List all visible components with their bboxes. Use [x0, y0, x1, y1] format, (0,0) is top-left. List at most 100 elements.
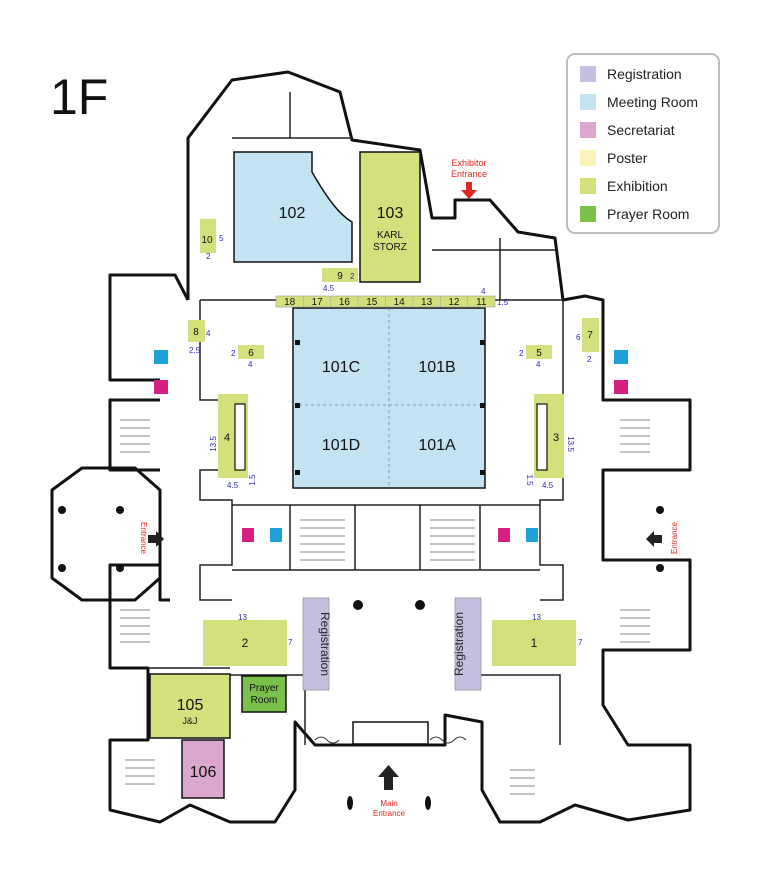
legend-label-prayer-room: Prayer Room	[607, 206, 690, 222]
west-entrance[interactable]: Entrance	[139, 522, 164, 555]
stairs	[120, 419, 650, 795]
secretariat-room-106[interactable]: 106	[181, 739, 225, 799]
booth-13-label: 13	[421, 297, 433, 308]
booth-14-label: 14	[394, 297, 406, 308]
legend: Registration Meeting Room Secretariat Po…	[566, 53, 720, 234]
booth-3[interactable]: 3	[534, 394, 564, 478]
booth-12-label: 12	[448, 297, 460, 308]
dim-8-b: 2.5	[189, 346, 201, 355]
booth-row-top: 18 17 16 15 14 13 12 11	[275, 295, 496, 308]
dim-11-b: 1.5	[497, 298, 509, 307]
dim-6-b: 4	[248, 360, 253, 369]
entrance-doors	[314, 721, 467, 745]
legend-label-registration: Registration	[607, 66, 682, 82]
legend-item-registration: Registration	[580, 64, 682, 84]
dim-11-a: 4	[481, 287, 486, 296]
room-105-sponsor: J&J	[182, 716, 197, 726]
booth-5-label: 5	[536, 348, 542, 359]
meeting-room-101[interactable]: 101C 101B 101D 101A	[292, 307, 486, 489]
room-106-label: 106	[190, 764, 217, 781]
booth-3-label: 3	[553, 432, 559, 444]
booth-17-label: 17	[312, 297, 324, 308]
dim-7-b: 2	[587, 355, 592, 364]
legend-label-meeting-room: Meeting Room	[607, 94, 699, 110]
prayer-room[interactable]: Prayer Room	[241, 675, 287, 713]
legend-label-poster: Poster	[607, 150, 648, 166]
restroom-icons	[154, 350, 628, 542]
booth-2-label: 2	[242, 636, 249, 650]
registration-left-label: Registration	[318, 612, 332, 676]
west-entrance-label: Entrance	[139, 522, 148, 555]
dim-5-b: 4	[536, 360, 541, 369]
main-entrance-arrow-icon	[378, 765, 399, 790]
dim-3-c: 1.5	[525, 474, 534, 486]
dim-8-a: 4	[206, 329, 211, 338]
exhibitor-entrance[interactable]: Exhibitor Entrance	[451, 158, 487, 199]
room-103-label: 103	[377, 205, 404, 222]
exhibition-room-105[interactable]: 105 J&J	[149, 673, 231, 739]
exhibitor-entrance-line2: Entrance	[451, 169, 487, 179]
registration-desk-right[interactable]: Registration	[452, 597, 482, 691]
dim-5-a: 2	[519, 349, 524, 358]
legend-item-meeting-room: Meeting Room	[580, 92, 698, 112]
registration-desk-left[interactable]: Registration	[302, 597, 332, 691]
booth-5[interactable]: 5	[526, 345, 552, 359]
booth-8-label: 8	[193, 327, 199, 338]
booth-10[interactable]: 10	[200, 219, 216, 253]
exhibitor-entrance-line1: Exhibitor	[451, 158, 486, 168]
dim-4-a: 13.5	[209, 436, 218, 452]
dim-9-a: 4.5	[323, 284, 335, 293]
legend-swatch-prayer-room	[580, 206, 596, 222]
room-103-sponsor-line2: STORZ	[373, 242, 407, 253]
dim-6-a: 2	[231, 349, 236, 358]
building-outline	[50, 70, 692, 824]
booth-8[interactable]: 8	[188, 320, 205, 342]
booth-1-label: 1	[531, 636, 538, 650]
booth-10-label: 10	[201, 235, 213, 246]
booth-2[interactable]: 2	[203, 620, 287, 666]
registration-right-label: Registration	[452, 612, 466, 676]
dim-2-a: 13	[238, 613, 247, 622]
booth-18-label: 18	[284, 297, 296, 308]
east-entrance-label: Entrance	[670, 521, 679, 554]
booth-9-label: 9	[337, 271, 343, 282]
legend-swatch-meeting-room	[580, 94, 596, 110]
meeting-room-102[interactable]: 102	[233, 151, 353, 263]
main-entrance-line1: Main	[380, 799, 397, 808]
room-101b-label: 101B	[418, 359, 455, 376]
legend-item-prayer-room: Prayer Room	[580, 204, 689, 224]
legend-label-exhibition: Exhibition	[607, 178, 668, 194]
columns	[58, 340, 664, 810]
booth-1[interactable]: 1	[492, 620, 576, 666]
east-entrance[interactable]: Entrance	[646, 521, 679, 554]
prayer-room-label-line2: Room	[251, 695, 278, 706]
booth-9[interactable]: 9	[322, 268, 358, 282]
booth-6-label: 6	[248, 348, 254, 359]
booth-6[interactable]: 6	[238, 345, 264, 359]
room-103-sponsor-line1: KARL	[377, 230, 404, 241]
booth-7-label: 7	[587, 330, 593, 341]
legend-item-secretariat: Secretariat	[580, 120, 675, 140]
main-entrance[interactable]: Main Entrance	[373, 765, 406, 818]
dim-7-a: 6	[576, 333, 581, 342]
main-entrance-line2: Entrance	[373, 809, 406, 818]
room-101d-label: 101D	[322, 437, 360, 454]
dimension-labels: 5 2 4.5 2 4 1.5 4 2.5 2 4 2 4 6 2 13.5 4…	[189, 234, 592, 647]
legend-swatch-poster	[580, 150, 596, 166]
west-entrance-arrow-icon	[148, 531, 164, 547]
dim-10-a: 5	[219, 234, 224, 243]
legend-swatch-secretariat	[580, 122, 596, 138]
booth-16-label: 16	[339, 297, 351, 308]
booth-7[interactable]: 7	[582, 318, 599, 352]
room-101a-label: 101A	[418, 437, 456, 454]
dim-9-b: 2	[350, 272, 355, 281]
booth-4[interactable]: 4	[218, 394, 248, 478]
dim-2-b: 7	[288, 638, 293, 647]
floor-title: 1F	[50, 69, 109, 125]
dim-1-b: 7	[578, 638, 583, 647]
exhibition-room-103[interactable]: 103 KARL STORZ	[359, 151, 421, 283]
dim-3-a: 13.5	[566, 436, 575, 452]
legend-swatch-exhibition	[580, 178, 596, 194]
dim-3-b: 4.5	[542, 481, 554, 490]
